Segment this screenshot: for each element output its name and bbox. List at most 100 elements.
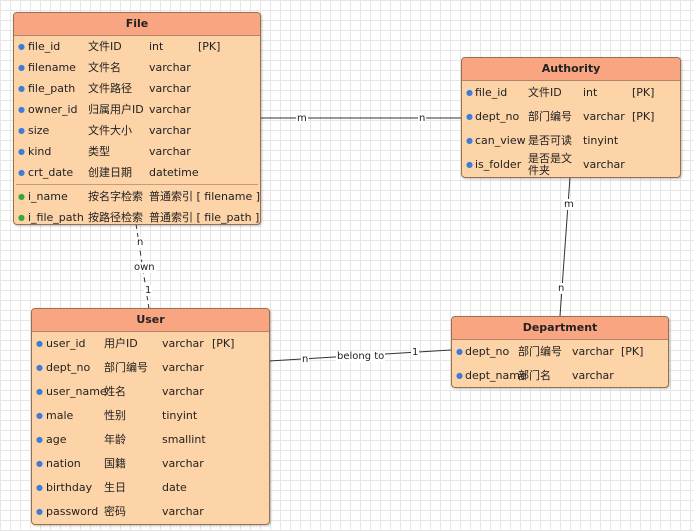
field-type: tinyint (162, 409, 198, 422)
field-row[interactable]: ● owner_id 归属用户ID varchar (14, 99, 260, 120)
field-name: dept_no (465, 345, 510, 358)
field-name: file_id (28, 40, 61, 53)
field-row[interactable]: ● birthday 生日 date (32, 476, 269, 500)
field-row[interactable]: ● dept_no 部门编号 varchar [PK] (462, 105, 680, 129)
field-name: kind (28, 145, 52, 158)
field-type: varchar (149, 145, 191, 158)
field-type: varchar (149, 124, 191, 137)
card-authority-department-to: n (557, 283, 566, 294)
entity-file[interactable]: File ● file_id 文件ID int [PK] ● filename … (13, 12, 261, 225)
field-comment: 密码 (104, 505, 126, 518)
key-bullet-icon: ● (36, 435, 43, 444)
key-bullet-icon: ● (36, 363, 43, 372)
card-file-authority-to: n (418, 113, 427, 124)
key-bullet-icon: ● (36, 411, 43, 420)
field-name: can_view (475, 134, 526, 147)
field-row[interactable]: ● male 性别 tinyint (32, 404, 269, 428)
index-comment: 按名字检索 (88, 190, 143, 203)
field-type: datetime (149, 166, 199, 179)
field-row[interactable]: ● is_folder 是否是文件夹 varchar (462, 153, 680, 177)
key-bullet-icon: ● (36, 339, 43, 348)
field-row[interactable]: ● file_id 文件ID int [PK] (14, 36, 260, 57)
field-comment: 是否可读 (528, 134, 572, 147)
card-file-authority-from: m (296, 113, 308, 124)
field-type: varchar (162, 361, 204, 374)
field-type: varchar (572, 369, 614, 382)
field-key: [PK] (632, 110, 655, 123)
field-name: file_id (475, 86, 508, 99)
field-row[interactable]: ● file_id 文件ID int [PK] (462, 81, 680, 105)
field-name: file_path (28, 82, 76, 95)
field-row[interactable]: ● dept_no 部门编号 varchar [PK] (452, 340, 668, 364)
field-key: [PK] (198, 40, 221, 53)
field-row[interactable]: ● kind 类型 varchar (14, 141, 260, 162)
field-type: varchar (572, 345, 614, 358)
field-name: crt_date (28, 166, 74, 179)
edge-label-belong-to: belong to (336, 351, 386, 362)
field-name: size (28, 124, 50, 137)
key-bullet-icon: ● (466, 136, 473, 145)
entity-department[interactable]: Department ● dept_no 部门编号 varchar [PK] ●… (451, 316, 669, 388)
field-name: nation (46, 457, 81, 470)
key-bullet-icon: ● (466, 160, 473, 169)
field-type: smallint (162, 433, 206, 446)
card-user-department-from: n (301, 354, 310, 365)
field-comment: 文件ID (88, 40, 122, 53)
entity-authority[interactable]: Authority ● file_id 文件ID int [PK] ● dept… (461, 57, 681, 178)
key-bullet-icon: ● (18, 147, 25, 156)
field-key: [PK] (621, 345, 644, 358)
key-bullet-icon: ● (36, 459, 43, 468)
index-definition: 普通索引 [ filename ] (149, 190, 261, 203)
index-definition: 普通索引 [ file_path ] (149, 211, 260, 224)
field-comment: 归属用户ID (88, 103, 144, 116)
field-type: varchar (162, 457, 204, 470)
field-row[interactable]: ● file_path 文件路径 varchar (14, 78, 260, 99)
entity-title: User (32, 309, 269, 332)
key-bullet-icon: ● (18, 126, 25, 135)
field-comment: 姓名 (104, 385, 126, 398)
key-bullet-icon: ● (18, 42, 25, 51)
index-divider (16, 184, 258, 185)
edge-label-own: own (133, 262, 156, 273)
field-type: varchar (149, 103, 191, 116)
card-file-user-to: 1 (144, 285, 153, 296)
field-row[interactable]: ● filename 文件名 varchar (14, 57, 260, 78)
edge-authority-department[interactable] (559, 176, 571, 317)
field-name: age (46, 433, 67, 446)
field-comment: 是否是文件夹 (528, 152, 572, 177)
field-comment: 部门编号 (528, 110, 572, 123)
key-bullet-icon: ● (18, 105, 25, 114)
field-name: owner_id (28, 103, 78, 116)
field-row[interactable]: ● crt_date 创建日期 datetime (14, 162, 260, 183)
field-row[interactable]: ● size 文件大小 varchar (14, 120, 260, 141)
field-row[interactable]: ● dept_name 部门名 varchar (452, 364, 668, 387)
key-bullet-icon: ● (456, 347, 463, 356)
field-row[interactable]: ● user_id 用户ID varchar [PK] (32, 332, 269, 356)
entity-title: Department (452, 317, 668, 340)
field-key: [PK] (632, 86, 655, 99)
field-type: varchar (149, 82, 191, 95)
field-row[interactable]: ● dept_no 部门编号 varchar (32, 356, 269, 380)
field-row[interactable]: ● age 年龄 smallint (32, 428, 269, 452)
field-name: filename (28, 61, 76, 74)
key-bullet-icon: ● (36, 483, 43, 492)
entity-user[interactable]: User ● user_id 用户ID varchar [PK] ● dept_… (31, 308, 270, 525)
field-type: varchar (162, 337, 204, 350)
index-row[interactable]: ● i_file_path 按路径检索 普通索引 [ file_path ] (14, 207, 260, 224)
field-comment: 用户ID (104, 337, 138, 350)
field-comment: 部门名 (518, 369, 551, 382)
field-type: varchar (583, 158, 625, 171)
key-bullet-icon: ● (36, 387, 43, 396)
field-comment: 年龄 (104, 433, 126, 446)
field-comment: 创建日期 (88, 166, 132, 179)
field-name: user_name (46, 385, 107, 398)
field-row[interactable]: ● can_view 是否可读 tinyint (462, 129, 680, 153)
index-row[interactable]: ● i_name 按名字检索 普通索引 [ filename ] (14, 186, 260, 207)
field-row[interactable]: ● nation 国籍 varchar (32, 452, 269, 476)
field-comment: 文件路径 (88, 82, 132, 95)
field-row[interactable]: ● password 密码 varchar (32, 500, 269, 524)
key-bullet-icon: ● (18, 63, 25, 72)
field-type: varchar (149, 61, 191, 74)
field-row[interactable]: ● user_name 姓名 varchar (32, 380, 269, 404)
field-name: dept_no (46, 361, 91, 374)
